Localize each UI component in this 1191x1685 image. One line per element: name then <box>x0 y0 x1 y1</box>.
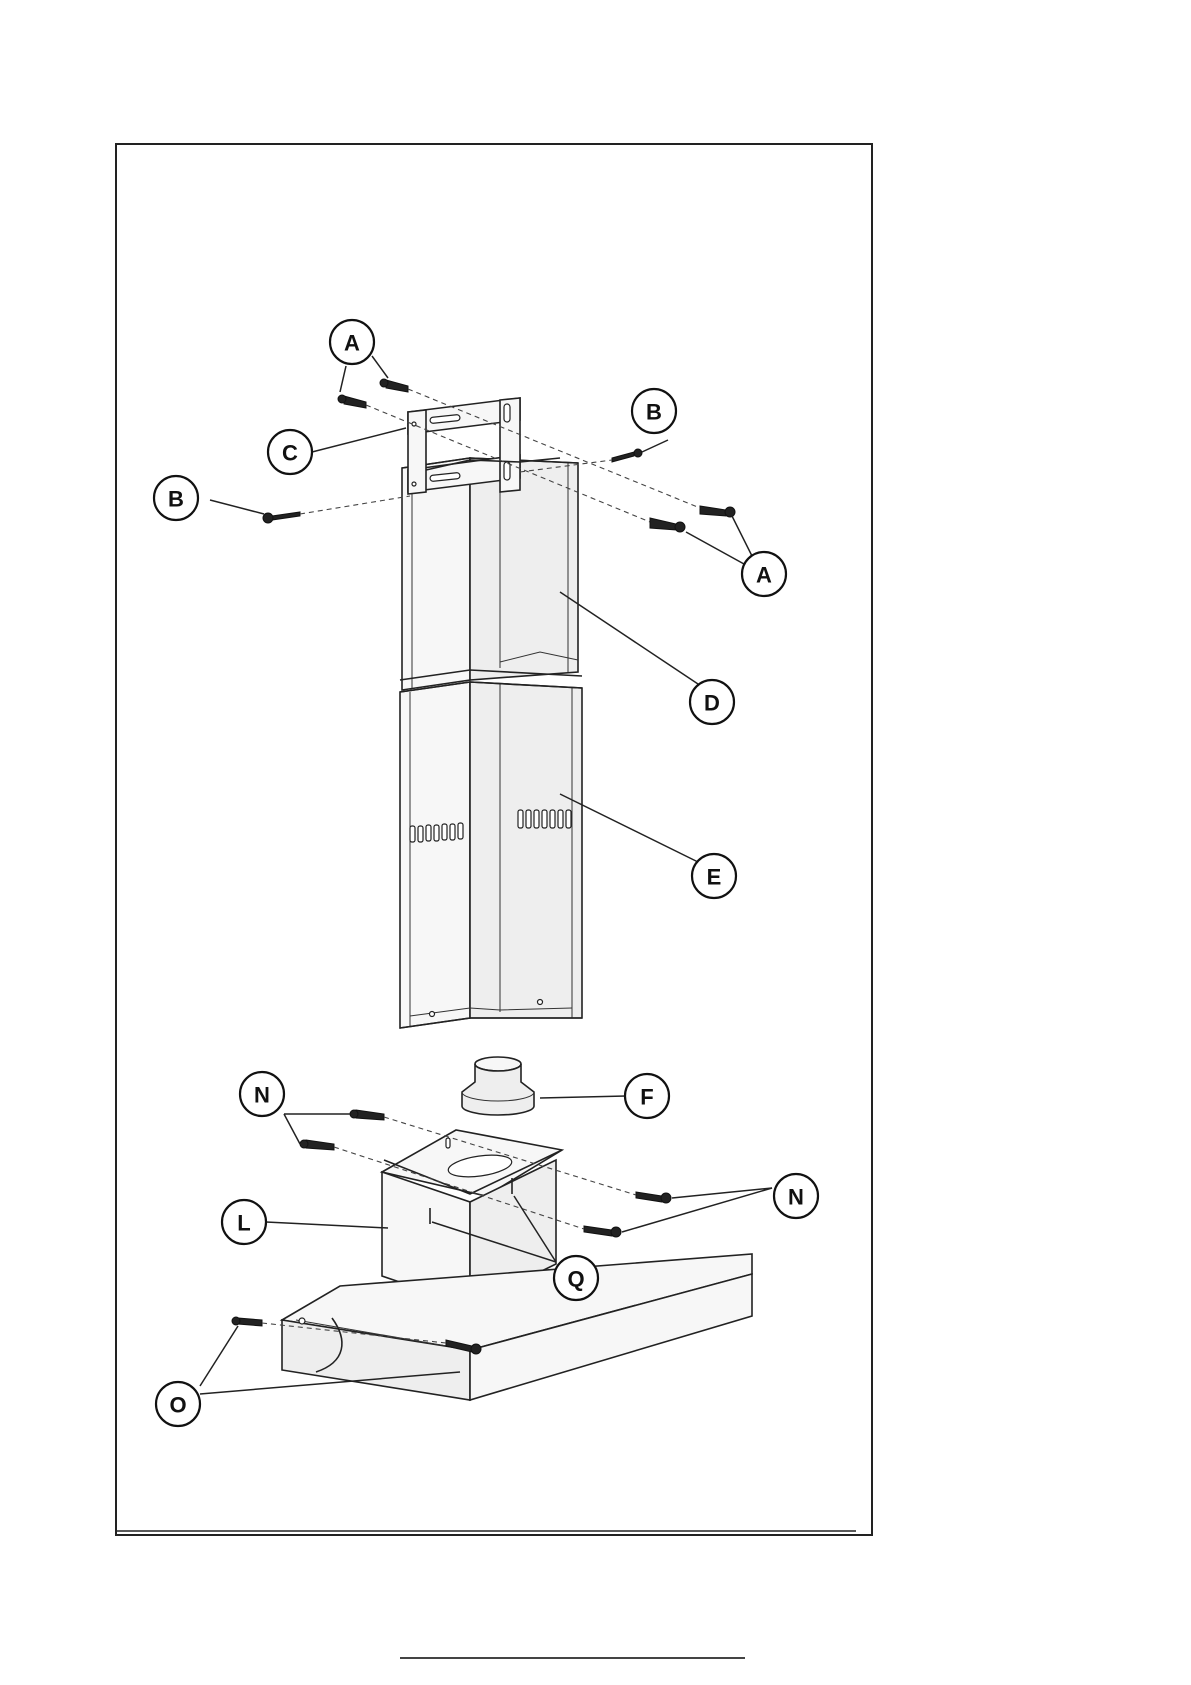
callout-a-right: A <box>742 552 786 596</box>
callout-d: D <box>690 680 734 724</box>
svg-text:F: F <box>640 1085 653 1110</box>
page-bottom-rule <box>400 1657 745 1659</box>
callout-e: E <box>692 854 736 898</box>
hood-body <box>282 1254 752 1400</box>
svg-text:B: B <box>646 400 662 425</box>
svg-text:D: D <box>704 691 720 716</box>
svg-text:B: B <box>168 487 184 512</box>
duct-adapter-f <box>462 1057 534 1115</box>
screw-b-left <box>263 512 300 523</box>
callout-b-left: B <box>154 476 198 520</box>
svg-text:L: L <box>237 1211 250 1236</box>
vent-slots-right <box>518 810 571 828</box>
wall-plug-n-1 <box>350 1110 384 1120</box>
svg-text:O: O <box>169 1393 186 1418</box>
callout-f: F <box>625 1074 669 1118</box>
svg-text:N: N <box>254 1083 270 1108</box>
svg-text:Q: Q <box>567 1267 584 1292</box>
svg-text:A: A <box>344 331 360 356</box>
lower-chimney-e <box>400 670 582 1028</box>
callout-a-top: A <box>330 320 374 364</box>
callout-n-right: N <box>774 1174 818 1218</box>
callout-c: C <box>268 430 312 474</box>
callout-o: O <box>156 1382 200 1426</box>
callout-b-right: B <box>632 389 676 433</box>
wall-plug-n-4 <box>584 1226 621 1237</box>
wall-plug-a-right-2 <box>650 518 685 532</box>
svg-text:N: N <box>788 1185 804 1210</box>
wall-plug-a-right-1 <box>700 506 735 517</box>
screw-b-right <box>612 449 642 462</box>
screw-o-1 <box>232 1317 262 1326</box>
svg-text:E: E <box>707 865 722 890</box>
wall-plug-n-2 <box>300 1140 334 1150</box>
wall-plug-n-3 <box>636 1192 671 1203</box>
callout-q: Q <box>554 1256 598 1300</box>
svg-text:A: A <box>756 563 772 588</box>
wall-plug-a-top-2 <box>338 395 366 408</box>
callout-l: L <box>222 1200 266 1244</box>
upper-chimney-d <box>402 458 578 690</box>
svg-text:C: C <box>282 441 298 466</box>
callout-n-left: N <box>240 1072 284 1116</box>
wall-plug-a-top-1 <box>380 379 408 392</box>
